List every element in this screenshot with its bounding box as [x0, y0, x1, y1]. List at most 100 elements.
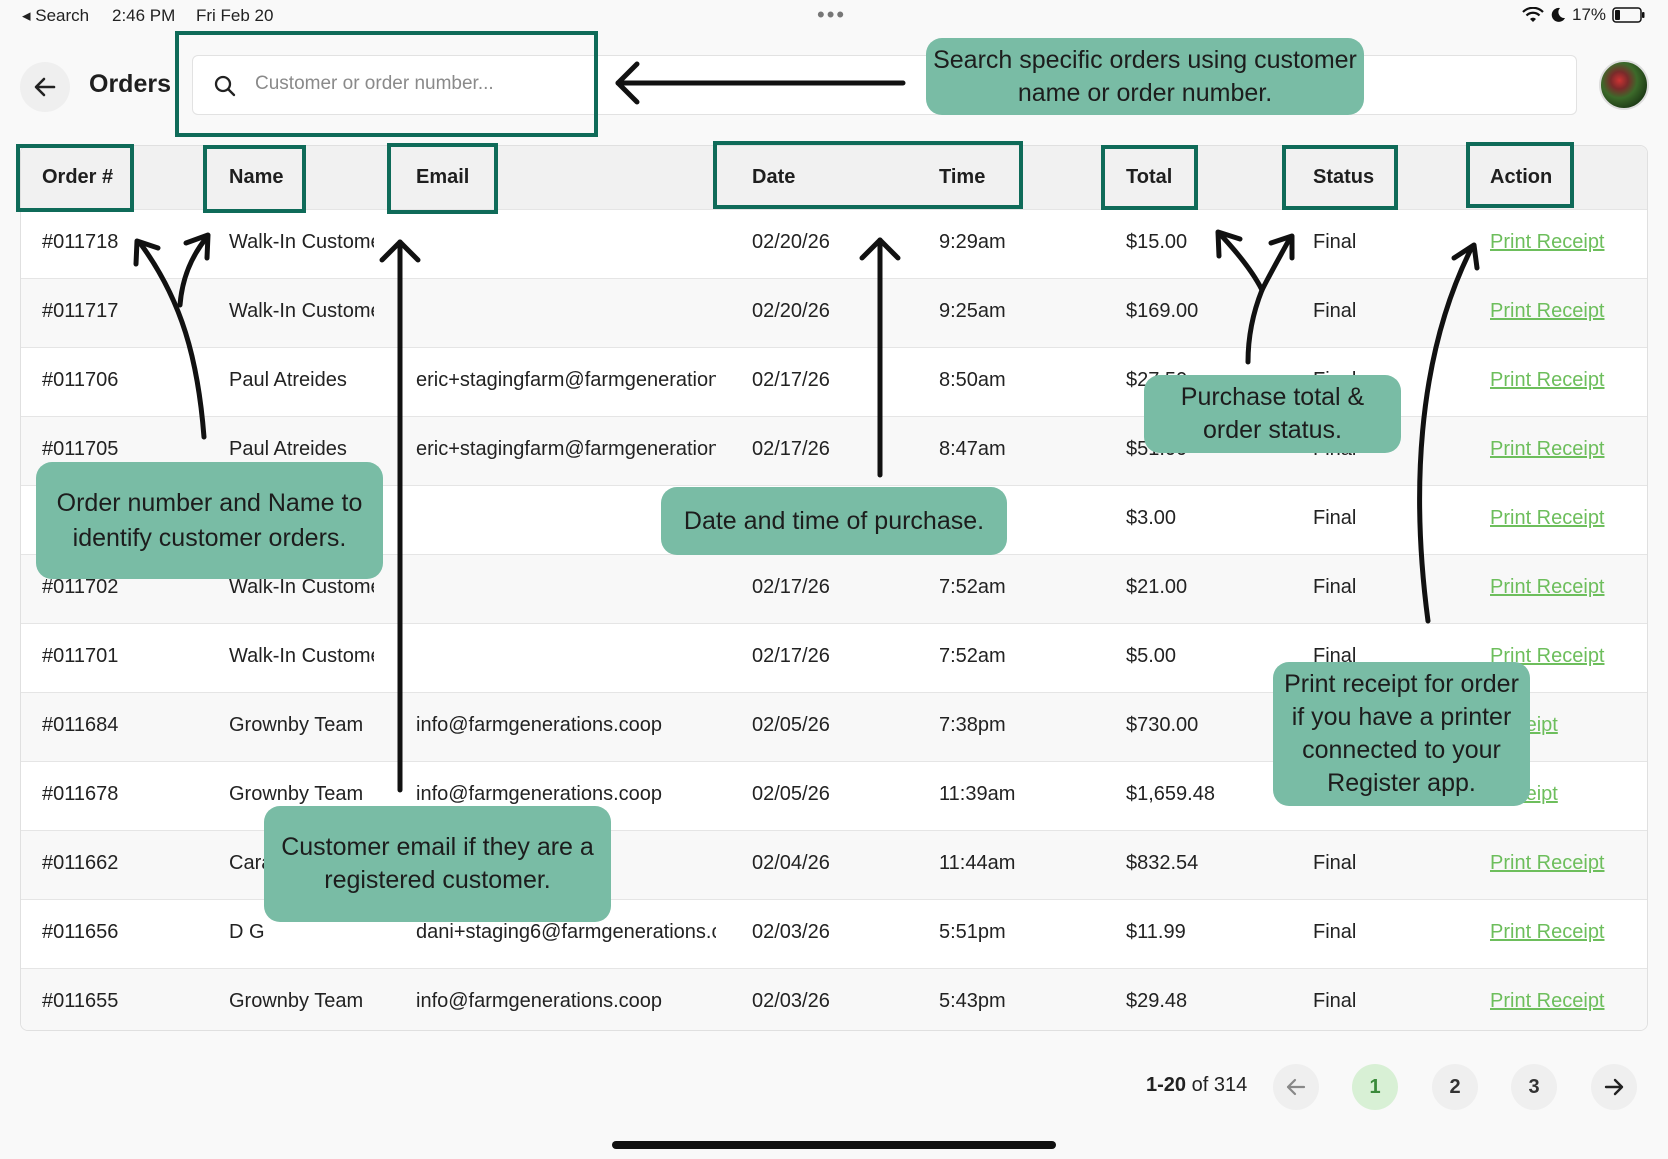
table-row[interactable]: $3.00 Final Print Receipt — [21, 485, 1647, 554]
callout-receipt: Print receipt for order if you have a pr… — [1273, 662, 1530, 806]
col-time[interactable]: Time — [939, 166, 986, 188]
print-receipt-link[interactable]: Print Receipt — [1490, 576, 1605, 598]
highlight-order-col — [16, 144, 134, 212]
order-status: Final — [1313, 507, 1357, 529]
arrow-left-icon — [34, 77, 56, 97]
multitask-dots-icon[interactable]: ••• — [817, 2, 847, 27]
order-date: 02/20/26 — [752, 231, 830, 253]
page-2-button[interactable]: 2 — [1432, 1064, 1478, 1110]
order-status: Final — [1313, 990, 1357, 1012]
order-status: Final — [1313, 852, 1357, 874]
col-email[interactable]: Email — [416, 166, 470, 188]
order-time: 7:38pm — [939, 714, 1006, 736]
date-time-arrow — [859, 237, 901, 478]
next-page-button[interactable] — [1591, 1064, 1637, 1110]
order-time: 7:52am — [939, 645, 1006, 667]
customer-name: Walk-In Customer — [229, 300, 374, 322]
order-number: #011655 — [42, 990, 119, 1012]
order-time: 5:43pm — [939, 990, 1006, 1012]
highlight-status-col — [1282, 145, 1398, 210]
col-status[interactable]: Status — [1313, 166, 1375, 188]
col-date[interactable]: Date — [752, 166, 796, 188]
order-number: #011656 — [42, 921, 119, 943]
order-total: $1,659.48 — [1126, 783, 1215, 805]
col-total[interactable]: Total — [1126, 166, 1173, 188]
orders-table: Order # Name Email Date Time Total Statu… — [20, 145, 1648, 1031]
order-time: 5:51pm — [939, 921, 1006, 943]
col-action: Action — [1490, 166, 1553, 188]
table-row[interactable]: #011656 D G dani+staging6@farmgenerations.… — [21, 899, 1647, 968]
print-receipt-link[interactable]: Print Receipt — [1490, 438, 1605, 460]
order-time: 9:29am — [939, 231, 1006, 253]
print-receipt-link[interactable]: Print Receipt — [1490, 921, 1605, 943]
print-receipt-link[interactable]: Print Receipt — [1490, 300, 1605, 322]
page-1-button[interactable]: 1 — [1352, 1064, 1398, 1110]
print-receipt-link[interactable]: Print Receipt — [1490, 990, 1605, 1012]
highlight-date-time-col — [713, 141, 1023, 209]
order-number: #011706 — [42, 369, 119, 391]
battery-percent: 17% — [1572, 5, 1607, 24]
page-3-button[interactable]: 3 — [1511, 1064, 1557, 1110]
order-total: $21.00 — [1126, 576, 1188, 598]
back-button[interactable] — [20, 62, 70, 112]
col-name[interactable]: Name — [229, 166, 284, 188]
pagination-total: of 314 — [1186, 1074, 1248, 1096]
order-number: #011701 — [42, 645, 119, 667]
customer-name: Walk-In Customer — [229, 231, 374, 253]
customer-email: info@farmgenerations.coop — [416, 990, 662, 1012]
order-date: 02/04/26 — [752, 852, 830, 874]
customer-name: Walk-In Customer — [229, 645, 374, 667]
order-total: $730.00 — [1126, 714, 1199, 736]
prev-page-button[interactable] — [1273, 1064, 1319, 1110]
avatar[interactable] — [1599, 60, 1649, 110]
order-number: #011702 — [42, 576, 119, 598]
print-receipt-link[interactable]: Print Receipt — [1490, 645, 1605, 667]
order-number: #011705 — [42, 438, 119, 460]
print-receipt-link[interactable]: Print Receipt — [1490, 852, 1605, 874]
order-total: $5.00 — [1126, 645, 1177, 667]
highlight-name-col — [203, 145, 306, 213]
customer-name: Cara — [229, 852, 273, 874]
wifi-icon — [1522, 7, 1544, 22]
print-receipt-link[interactable]: Print Receipt — [1490, 231, 1605, 253]
order-total: $11.99 — [1126, 921, 1186, 943]
callout-order-name: Order number and Name to identify custom… — [36, 462, 383, 579]
customer-name: D G — [229, 921, 265, 943]
col-order[interactable]: Order # — [42, 166, 114, 188]
battery-icon — [1612, 7, 1645, 23]
customer-email: dani+staging6@farmgenerations.coop — [416, 921, 716, 943]
customer-name: Walk-In Customer — [229, 576, 374, 598]
order-time: 8:47am — [939, 438, 1006, 460]
order-number: #011662 — [42, 852, 119, 874]
order-date: 02/17/26 — [752, 438, 830, 460]
customer-name: Grownby Team — [229, 783, 364, 805]
customer-email: info@farmgenerations.coop — [416, 714, 662, 736]
table-header: Order # Name Email Date Time Total Statu… — [21, 146, 1647, 209]
order-total: $3.00 — [1126, 507, 1177, 529]
order-time: 8:50am — [939, 369, 1006, 391]
print-receipt-link[interactable]: Print Receipt — [1490, 507, 1605, 529]
pagination-range-start: 1-20 — [1146, 1074, 1187, 1096]
callout-email: Customer email if they are a registered … — [264, 806, 611, 922]
customer-name: Paul Atreides — [229, 438, 347, 460]
order-total: $169.00 — [1126, 300, 1199, 322]
customer-name: Grownby Team — [229, 990, 364, 1012]
order-date: 02/17/26 — [752, 576, 830, 598]
print-receipt-link[interactable]: Print Receipt — [1490, 369, 1605, 391]
highlight-search — [175, 31, 598, 137]
page-title: Orders — [89, 70, 171, 98]
order-number: #011684 — [42, 714, 119, 736]
order-name-arrows — [133, 232, 211, 440]
home-indicator[interactable] — [612, 1141, 1056, 1149]
order-date: 02/20/26 — [752, 300, 830, 322]
customer-email: info@farmgenerations.coop — [416, 783, 662, 805]
order-date: 02/17/26 — [752, 369, 830, 391]
order-date: 02/05/26 — [752, 783, 830, 805]
status-back-search[interactable]: ◂ Search — [22, 6, 90, 25]
table-row[interactable]: #011655 Grownby Team info@farmgenerations.… — [21, 968, 1647, 1030]
email-arrow — [379, 239, 421, 793]
